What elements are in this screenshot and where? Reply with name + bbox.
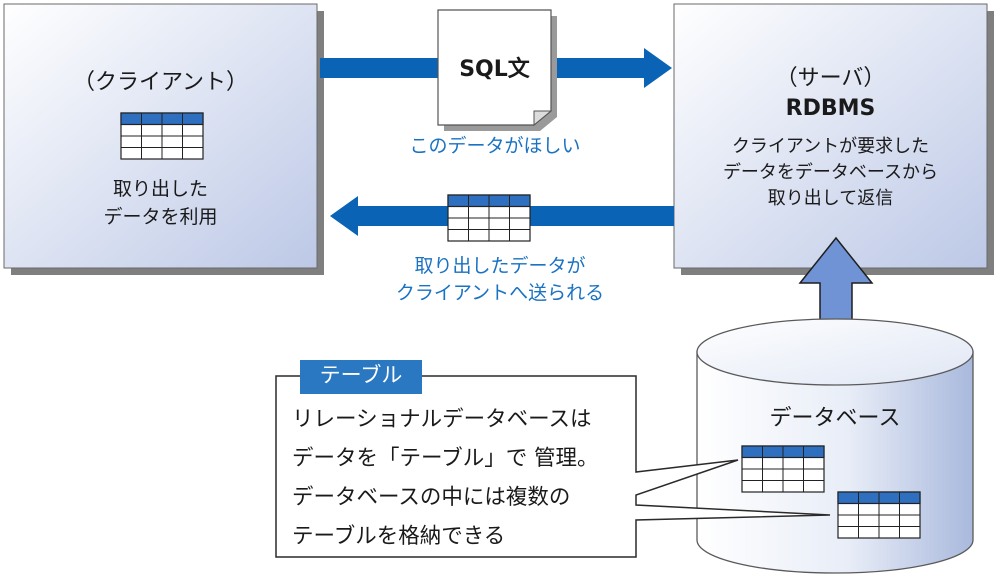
table-icons [120,112,921,539]
request-caption: このデータがほしい [370,134,620,159]
server-subtitle: RDBMS [785,96,876,121]
callout-tab [300,360,422,394]
database-label: データベース [697,404,973,433]
request-caption-text: このデータがほしい [409,135,581,157]
response-table-icon [447,194,531,242]
server-description: クライアントが要求した データをデータベースから 取り出して返信 [674,134,987,212]
client-title-text: （クライアント） [72,70,249,95]
server-desc-line: クライアントが要求した [731,136,930,157]
server-desc-line: 取り出して返信 [767,188,894,209]
database-label-text: データベース [769,406,901,431]
db-table-icon [837,491,921,539]
sql-doc-label-text: SQL文 [459,57,530,82]
response-caption-line: 取り出したデータが [414,255,586,277]
client-caption-line: 取り出した [112,178,208,200]
server-desc-line: データをデータベースから [722,162,939,183]
document-icon [437,9,557,131]
client-title: （クライアント） [4,68,317,97]
response-caption-line: クライアントへ送られる [395,282,605,304]
client-table-icon [120,112,204,160]
server-title: （サーバ） RDBMS [674,64,987,124]
response-caption: 取り出したデータが クライアントへ送られる [350,253,650,307]
callout-tab-label: テーブル [300,362,422,390]
sql-doc-label: SQL文 [438,55,551,84]
server-box [673,3,994,275]
callout-body-line: データベースの中には複数の [292,485,571,510]
client-caption-line: データを利用 [103,206,218,228]
db-table-icon [741,445,825,493]
callout-body-line: テーブルを格納できる [292,524,506,549]
callout-box [275,375,831,558]
server-title-text: （サーバ） [775,66,886,91]
callout-body-line: リレーショナルデータベースは [292,407,592,432]
client-caption: 取り出した データを利用 [4,175,317,231]
callout-body-line: データを「テーブル」で 管理。 [292,446,599,471]
cylinder-icon [696,318,974,574]
callout-body: リレーショナルデータベースは データを「テーブル」で 管理。 データベースの中に… [292,400,632,556]
callout-tab-label-text: テーブル [319,363,403,387]
